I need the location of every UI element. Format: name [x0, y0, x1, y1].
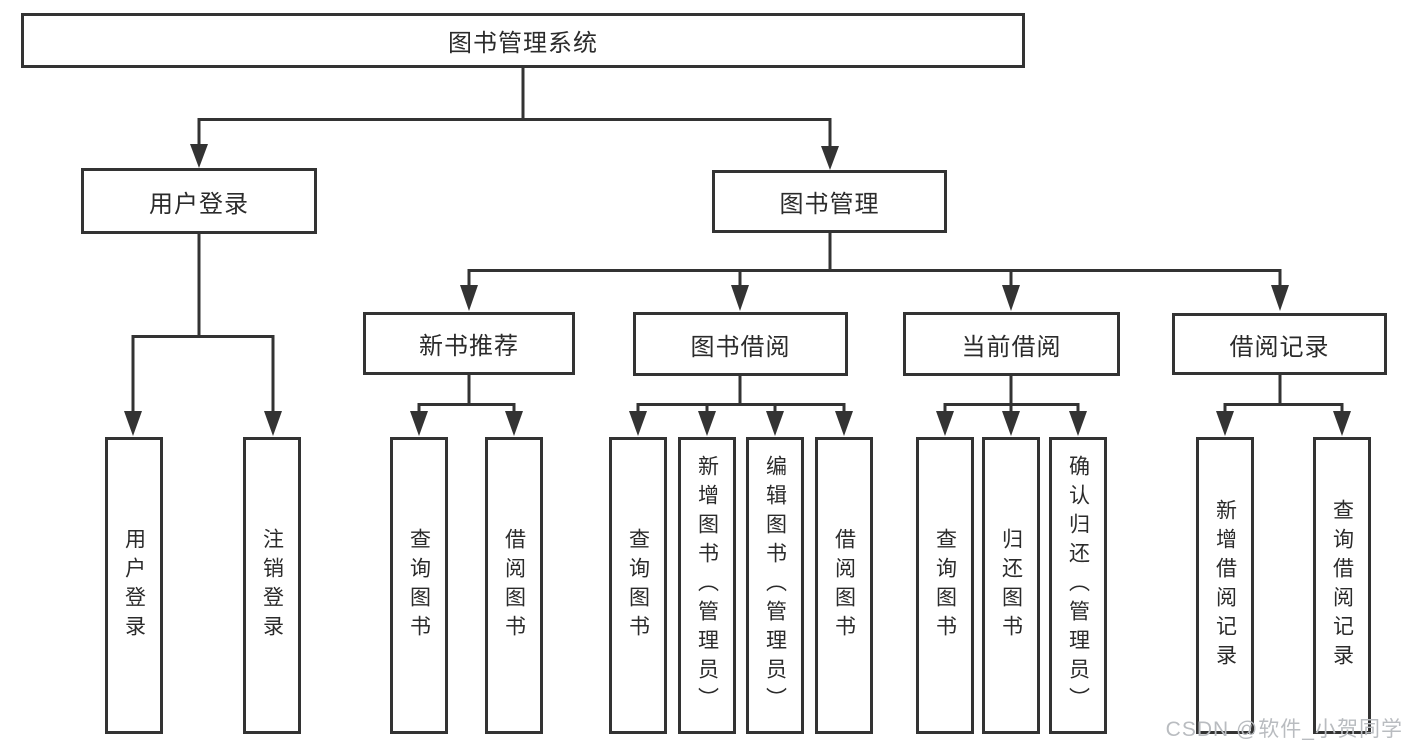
leaf-label: 借阅图书: [502, 527, 526, 644]
node-label: 当前借阅: [961, 333, 1062, 361]
node-system: 图书管理系统: [21, 13, 1025, 68]
connector-current-borrow-to-leaves: [936, 373, 1087, 436]
node-label: 图书管理: [779, 191, 880, 218]
leaf-borrow-books-recommend: 借阅图书: [485, 437, 543, 734]
leaf-add-books-admin: 新增图书（管理员）: [678, 437, 736, 734]
node-label: 用户登录: [149, 190, 249, 218]
leaf-user-login: 用户登录: [105, 437, 163, 734]
leaf-label: 查询图书: [407, 527, 431, 644]
connector-root-to-level2: [190, 66, 839, 170]
node-current-borrow: 当前借阅: [903, 312, 1120, 376]
node-label: 借阅记录: [1229, 333, 1330, 361]
leaf-borrow-books: 借阅图书: [815, 437, 873, 734]
leaf-label: 注销登录: [260, 527, 284, 644]
node-label: 图书管理系统: [448, 30, 598, 57]
leaf-label: 新增借阅记录: [1213, 498, 1237, 673]
leaf-add-borrow-record: 新增借阅记录: [1196, 437, 1254, 734]
leaf-label: 查询图书: [933, 527, 957, 644]
leaf-label: 确认归还（管理员）: [1066, 455, 1090, 716]
leaf-confirm-return-admin: 确认归还（管理员）: [1049, 437, 1107, 734]
csdn-watermark: CSDN @软件_小贺同学: [1165, 718, 1403, 741]
leaf-edit-books-admin: 编辑图书（管理员）: [746, 437, 804, 734]
leaf-label: 借阅图书: [832, 527, 856, 644]
connector-user-login-to-leaves: [124, 232, 282, 436]
leaf-label: 查询借阅记录: [1330, 498, 1354, 673]
node-book-borrow: 图书借阅: [633, 312, 848, 376]
leaf-query-books-borrow: 查询图书: [609, 437, 667, 734]
leaf-label: 归还图书: [999, 527, 1023, 644]
leaf-label: 新增图书（管理员）: [695, 455, 719, 716]
leaf-return-books: 归还图书: [982, 437, 1040, 734]
leaf-query-books-recommend: 查询图书: [390, 437, 448, 734]
node-user-login: 用户登录: [81, 168, 317, 234]
node-book-management: 图书管理: [712, 170, 947, 233]
connector-book-borrow-to-leaves: [629, 373, 853, 436]
connector-new-book-recommend-to-leaves: [410, 373, 523, 436]
node-new-book-recommend: 新书推荐: [363, 312, 575, 375]
connector-borrow-records-to-leaves: [1216, 373, 1351, 436]
leaf-label: 用户登录: [122, 527, 146, 644]
leaf-label: 查询图书: [626, 527, 650, 644]
node-label: 新书推荐: [419, 333, 519, 360]
leaf-logout-login: 注销登录: [243, 437, 301, 734]
leaf-query-books-current: 查询图书: [916, 437, 974, 734]
connector-book-management-to-level3: [460, 231, 1289, 311]
leaf-query-borrow-record: 查询借阅记录: [1313, 437, 1371, 734]
leaf-label: 编辑图书（管理员）: [763, 455, 787, 716]
node-borrow-records: 借阅记录: [1172, 313, 1387, 375]
node-label: 图书借阅: [690, 333, 791, 361]
